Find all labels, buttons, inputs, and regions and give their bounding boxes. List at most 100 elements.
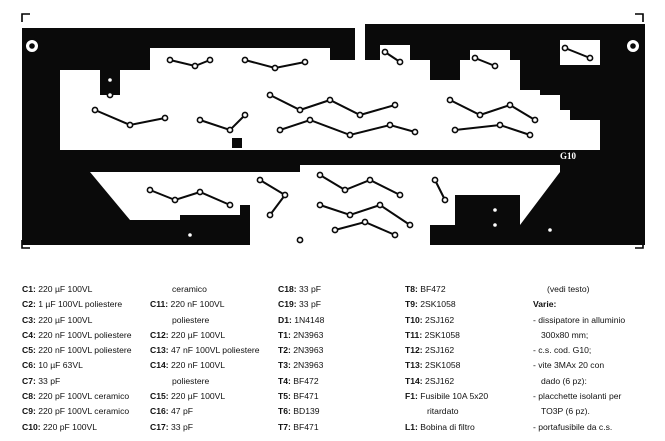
component-ref: T6: (278, 406, 291, 417)
legend-entry: (vedi testo) (533, 282, 663, 297)
legend-entry: ceramico (150, 282, 278, 297)
component-ref: T8: (405, 284, 418, 294)
component-value: 220 µF 100VL (168, 391, 226, 402)
legend-entry: T5: BF471 (278, 389, 406, 404)
component-value: 47 nF 100VL poliestere (168, 345, 260, 356)
legend-entry: C17: 33 pF (150, 420, 278, 435)
component-value: poliestere (172, 314, 210, 325)
component-value: TO3P (6 pz). (541, 406, 590, 417)
pads (91, 44, 594, 244)
component-value: Bobina di filtro (417, 421, 475, 432)
legend-entry: D1: 1N4148 (278, 313, 406, 328)
component-ref: C3: (22, 314, 36, 325)
component-ref: C19: (278, 299, 297, 310)
component-value: 2SJ162 (422, 375, 455, 386)
component-footprints (232, 138, 424, 165)
copper-planes (22, 24, 645, 245)
component-ref: C15: (150, 391, 169, 402)
component-value: - portafusibile da c.s. (533, 421, 613, 432)
component-ref: T2: (278, 345, 291, 356)
legend-entry: - portafusibile da c.s. (533, 420, 663, 435)
component-ref: C8: (22, 391, 36, 402)
component-ref: T13: (405, 360, 423, 371)
component-value: Fusibile 10A 5x20 (417, 391, 489, 402)
legend-entry: T9: 2SK1058 (405, 297, 533, 312)
component-ref: T1: (278, 329, 291, 340)
component-value: BF472 (417, 284, 446, 294)
component-value: 33 pF (168, 421, 194, 432)
component-value: (vedi testo) (547, 284, 590, 294)
copper-bus-left-bottom (22, 172, 210, 245)
component-ref: T7: (278, 421, 291, 432)
legend-entry: 300x80 mm; (533, 328, 663, 343)
legend-entry: - dissipatore in alluminio (533, 313, 663, 328)
component-value: 220 nF 100VL poliestere (35, 345, 132, 356)
component-value: 2SK1058 (422, 329, 460, 340)
component-value: dado (6 pz): (541, 375, 587, 386)
component-value: 47 pF (168, 406, 194, 417)
component-value: BF471 (290, 421, 319, 432)
legend-entry: C2: 1 µF 100VL poliestere (22, 297, 150, 312)
legend-entry: TO3P (6 pz). (533, 404, 663, 419)
board-label: G10 (560, 151, 577, 161)
component-ref: T10: (405, 314, 423, 325)
legend-entry: - placchette isolanti per (533, 389, 663, 404)
component-value: poliestere (172, 375, 210, 386)
legend-entry: - vite 3MAx 20 con (533, 358, 663, 373)
component-ref: T9: (405, 299, 418, 310)
legend-entry: C7: 33 pF (22, 374, 150, 389)
component-value: 2N3963 (290, 329, 324, 340)
component-ref: C9: (22, 406, 36, 417)
legend-column-5: (vedi testo)Varie:- dissipatore in allum… (533, 282, 663, 435)
component-ref: L1: (405, 421, 418, 432)
legend-entry: - c.s. cod. G10; (533, 343, 663, 358)
component-ref: C2: (22, 299, 36, 310)
component-value: 2SJ162 (422, 345, 455, 356)
component-ref: C16: (150, 406, 169, 417)
component-ref: C18: (278, 284, 297, 294)
copper-bus-right-lower (455, 195, 520, 225)
legend-entry: C1: 220 µF 100VL (22, 282, 150, 297)
component-value: 2N3963 (290, 345, 324, 356)
component-ref: F1: (405, 391, 418, 402)
copper-bus-right-bottom (430, 172, 645, 245)
component-value: BD139 (290, 406, 320, 417)
legend-entry: T4: BF472 (278, 374, 406, 389)
component-value: 33 pF (35, 375, 61, 386)
component-ref: C10: (22, 421, 41, 432)
legend-entry: C6: 10 µF 63VL (22, 358, 150, 373)
mounting-holes (24, 38, 641, 54)
component-value: 2N3963 (290, 360, 324, 371)
legend-entry: C3: 220 µF 100VL (22, 313, 150, 328)
component-value: 220 µF 100VL (35, 314, 93, 325)
legend-entry: T12: 2SJ162 (405, 343, 533, 358)
legend-entry: C4: 220 nF 100VL poliestere (22, 328, 150, 343)
component-value: 300x80 mm; (541, 329, 589, 340)
copper-bus-left-top (22, 28, 355, 150)
component-value: 2SK1058 (417, 299, 456, 310)
legend-entry: T2: 2N3963 (278, 343, 406, 358)
component-ref: C5: (22, 345, 36, 356)
component-ref: T14: (405, 375, 423, 386)
legend-entry: ritardato (405, 404, 533, 419)
legend-entry: dado (6 pz): (533, 374, 663, 389)
component-ref: C12: (150, 329, 169, 340)
component-ref: C6: (22, 360, 36, 371)
legend-entry: poliestere (150, 313, 278, 328)
component-ref: C14: (150, 360, 169, 371)
component-ref: C7: (22, 375, 36, 386)
component-ref: T12: (405, 345, 423, 356)
legend-entry: C5: 220 nF 100VL poliestere (22, 343, 150, 358)
legend-entry: T7: BF471 (278, 420, 406, 435)
component-value: 220 µF 100VL (168, 329, 226, 340)
component-ref: C4: (22, 329, 36, 340)
component-ref: C1: (22, 284, 36, 294)
component-value: 1 µF 100VL poliestere (35, 299, 123, 310)
isolation-areas (60, 40, 600, 240)
legend-entry: C8: 220 pF 100VL ceramico (22, 389, 150, 404)
component-value: 220 pF 100VL (40, 421, 98, 432)
component-value: 220 nF 100VL (168, 360, 226, 371)
component-value: 33 pF (296, 299, 322, 310)
legend-entry: T6: BD139 (278, 404, 406, 419)
